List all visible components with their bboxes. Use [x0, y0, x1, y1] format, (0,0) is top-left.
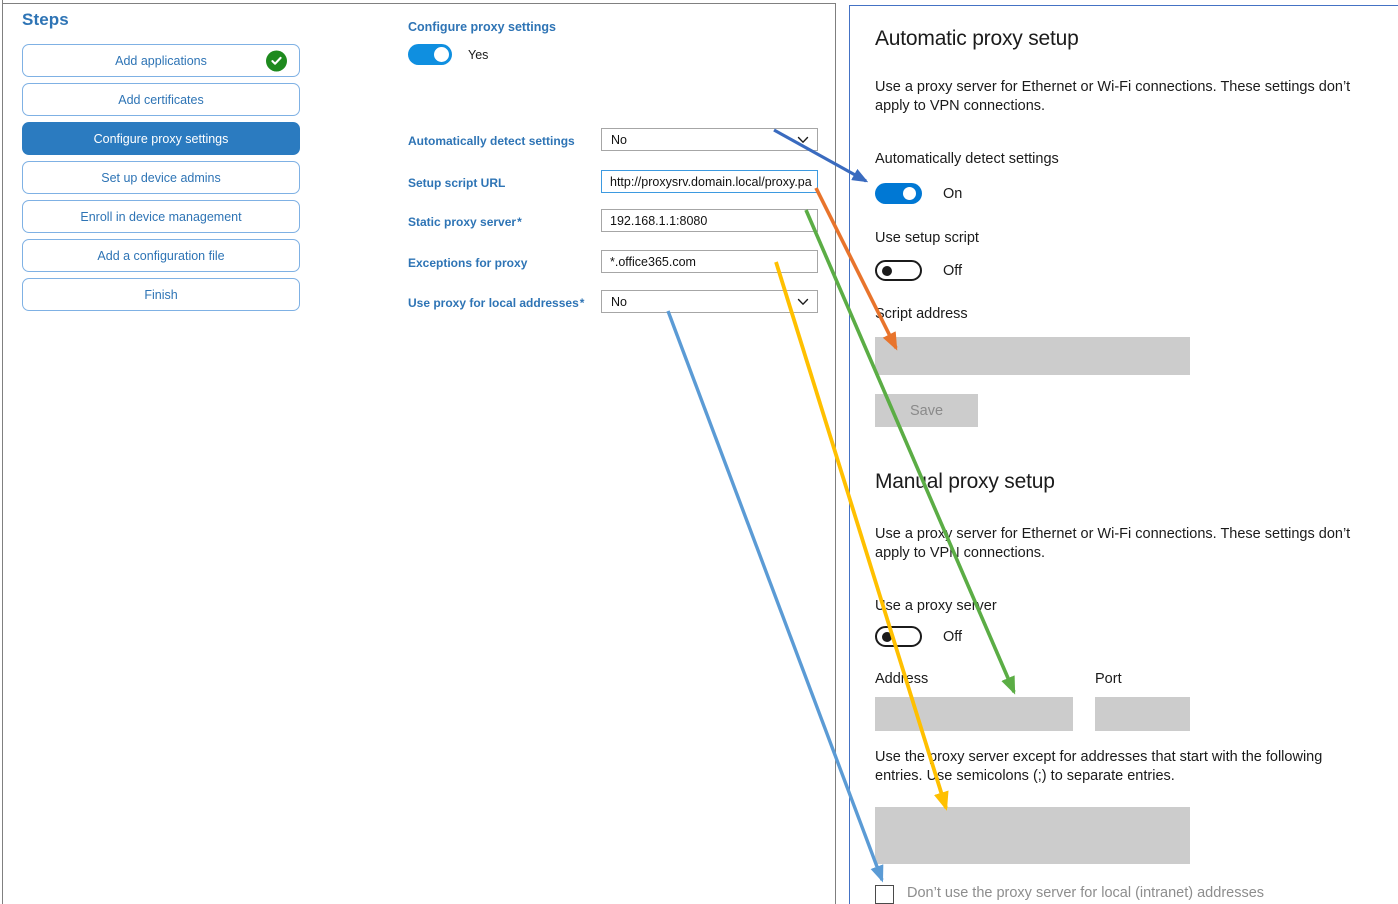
select-value: No [611, 294, 627, 309]
use-setup-script-toggle[interactable] [875, 260, 922, 281]
configure-proxy-toggle-value: Yes [468, 47, 489, 62]
step-item-configure-proxy-settings[interactable]: Configure proxy settings [22, 122, 300, 155]
check-circle-icon [266, 50, 287, 71]
select-value: No [611, 132, 627, 147]
exceptions-input[interactable] [875, 807, 1190, 864]
save-button-label: Save [909, 402, 944, 419]
manual-proxy-setup-description: Use a proxy server for Ethernet or Wi-Fi… [875, 526, 1351, 562]
manual-proxy-setup-heading: Manual proxy setup [875, 470, 1055, 493]
step-label: Configure proxy settings [93, 131, 229, 146]
label-use-a-proxy-server: Use a proxy server [875, 598, 997, 614]
toggle-state-label: On [943, 185, 963, 202]
label-script-address: Script address [875, 306, 968, 322]
row-use-setup-script-toggle: Off [875, 260, 962, 281]
automatically-detect-settings-toggle[interactable] [875, 183, 922, 204]
toggle-state-label: Off [943, 262, 963, 279]
step-item-enroll-in-device-management[interactable]: Enroll in device management [22, 200, 300, 233]
label-automatically-detect-settings: Automatically detect settings [408, 134, 575, 148]
panel-divider-line [835, 3, 836, 904]
input-value: http://proxysrv.domain.local/proxy.pa [601, 170, 818, 193]
label-port: Port [1095, 671, 1122, 687]
input-setup-script-url[interactable]: http://proxysrv.domain.local/proxy.pa [601, 170, 818, 193]
port-input[interactable] [1095, 697, 1190, 731]
label-use-proxy-for-local-addresses: Use proxy for local addresses * [408, 296, 585, 310]
use-a-proxy-server-toggle[interactable] [875, 626, 922, 647]
save-button[interactable]: Save [875, 394, 978, 427]
steps-list: Add applications Add certificates Config… [22, 44, 300, 317]
left-border-line [2, 0, 3, 904]
address-input[interactable] [875, 697, 1073, 731]
steps-title: Steps [22, 10, 69, 29]
label-static-proxy-server: Static proxy server * [408, 215, 522, 229]
configure-proxy-toggle-row: Yes [408, 44, 488, 65]
windows-settings-pane: Automatic proxy setup Use a proxy server… [849, 5, 1398, 904]
row-use-a-proxy-server-toggle: Off [875, 626, 962, 647]
input-exceptions-for-proxy[interactable]: *.office365.com [601, 250, 818, 273]
step-label: Set up device admins [101, 170, 221, 185]
exceptions-description: Use the proxy server except for addresse… [875, 749, 1323, 785]
label-exceptions-for-proxy: Exceptions for proxy [408, 256, 528, 270]
step-item-finish[interactable]: Finish [22, 278, 300, 311]
chevron-down-icon [797, 296, 809, 308]
local-addresses-checkbox-label: Don’t use the proxy server for local (in… [907, 885, 1265, 901]
input-value: *.office365.com [601, 250, 818, 273]
step-label: Finish [144, 287, 178, 302]
step-item-set-up-device-admins[interactable]: Set up device admins [22, 161, 300, 194]
toggle-state-label: Off [943, 628, 963, 645]
step-item-add-applications[interactable]: Add applications [22, 44, 300, 77]
local-addresses-checkbox[interactable] [875, 885, 894, 904]
select-use-proxy-for-local-addresses[interactable]: No [601, 290, 818, 313]
input-value: 192.168.1.1:8080 [601, 209, 818, 232]
input-static-proxy-server[interactable]: 192.168.1.1:8080 [601, 209, 818, 232]
row-automatically-detect-settings-toggle: On [875, 183, 962, 204]
automatic-proxy-setup-description: Use a proxy server for Ethernet or Wi-Fi… [875, 79, 1351, 115]
label-automatically-detect-settings: Automatically detect settings [875, 151, 1059, 167]
step-label: Enroll in device management [80, 209, 242, 224]
select-automatically-detect-settings[interactable]: No [601, 128, 818, 151]
automatic-proxy-setup-heading: Automatic proxy setup [875, 27, 1079, 50]
label-setup-script-url: Setup script URL [408, 176, 506, 190]
step-item-add-certificates[interactable]: Add certificates [22, 83, 300, 116]
form-title: Configure proxy settings [408, 20, 556, 34]
label-address: Address [875, 671, 929, 687]
row-local-addresses-checkbox: Don’t use the proxy server for local (in… [875, 885, 1264, 904]
step-label: Add applications [115, 53, 207, 68]
step-item-add-a-configuration-file[interactable]: Add a configuration file [22, 239, 300, 272]
chevron-down-icon [797, 134, 809, 146]
label-use-setup-script: Use setup script [875, 230, 979, 246]
step-label: Add certificates [118, 92, 204, 107]
step-label: Add a configuration file [97, 248, 225, 263]
configure-proxy-toggle[interactable] [408, 44, 452, 65]
script-address-input[interactable] [875, 337, 1190, 375]
top-border-line [2, 3, 836, 4]
